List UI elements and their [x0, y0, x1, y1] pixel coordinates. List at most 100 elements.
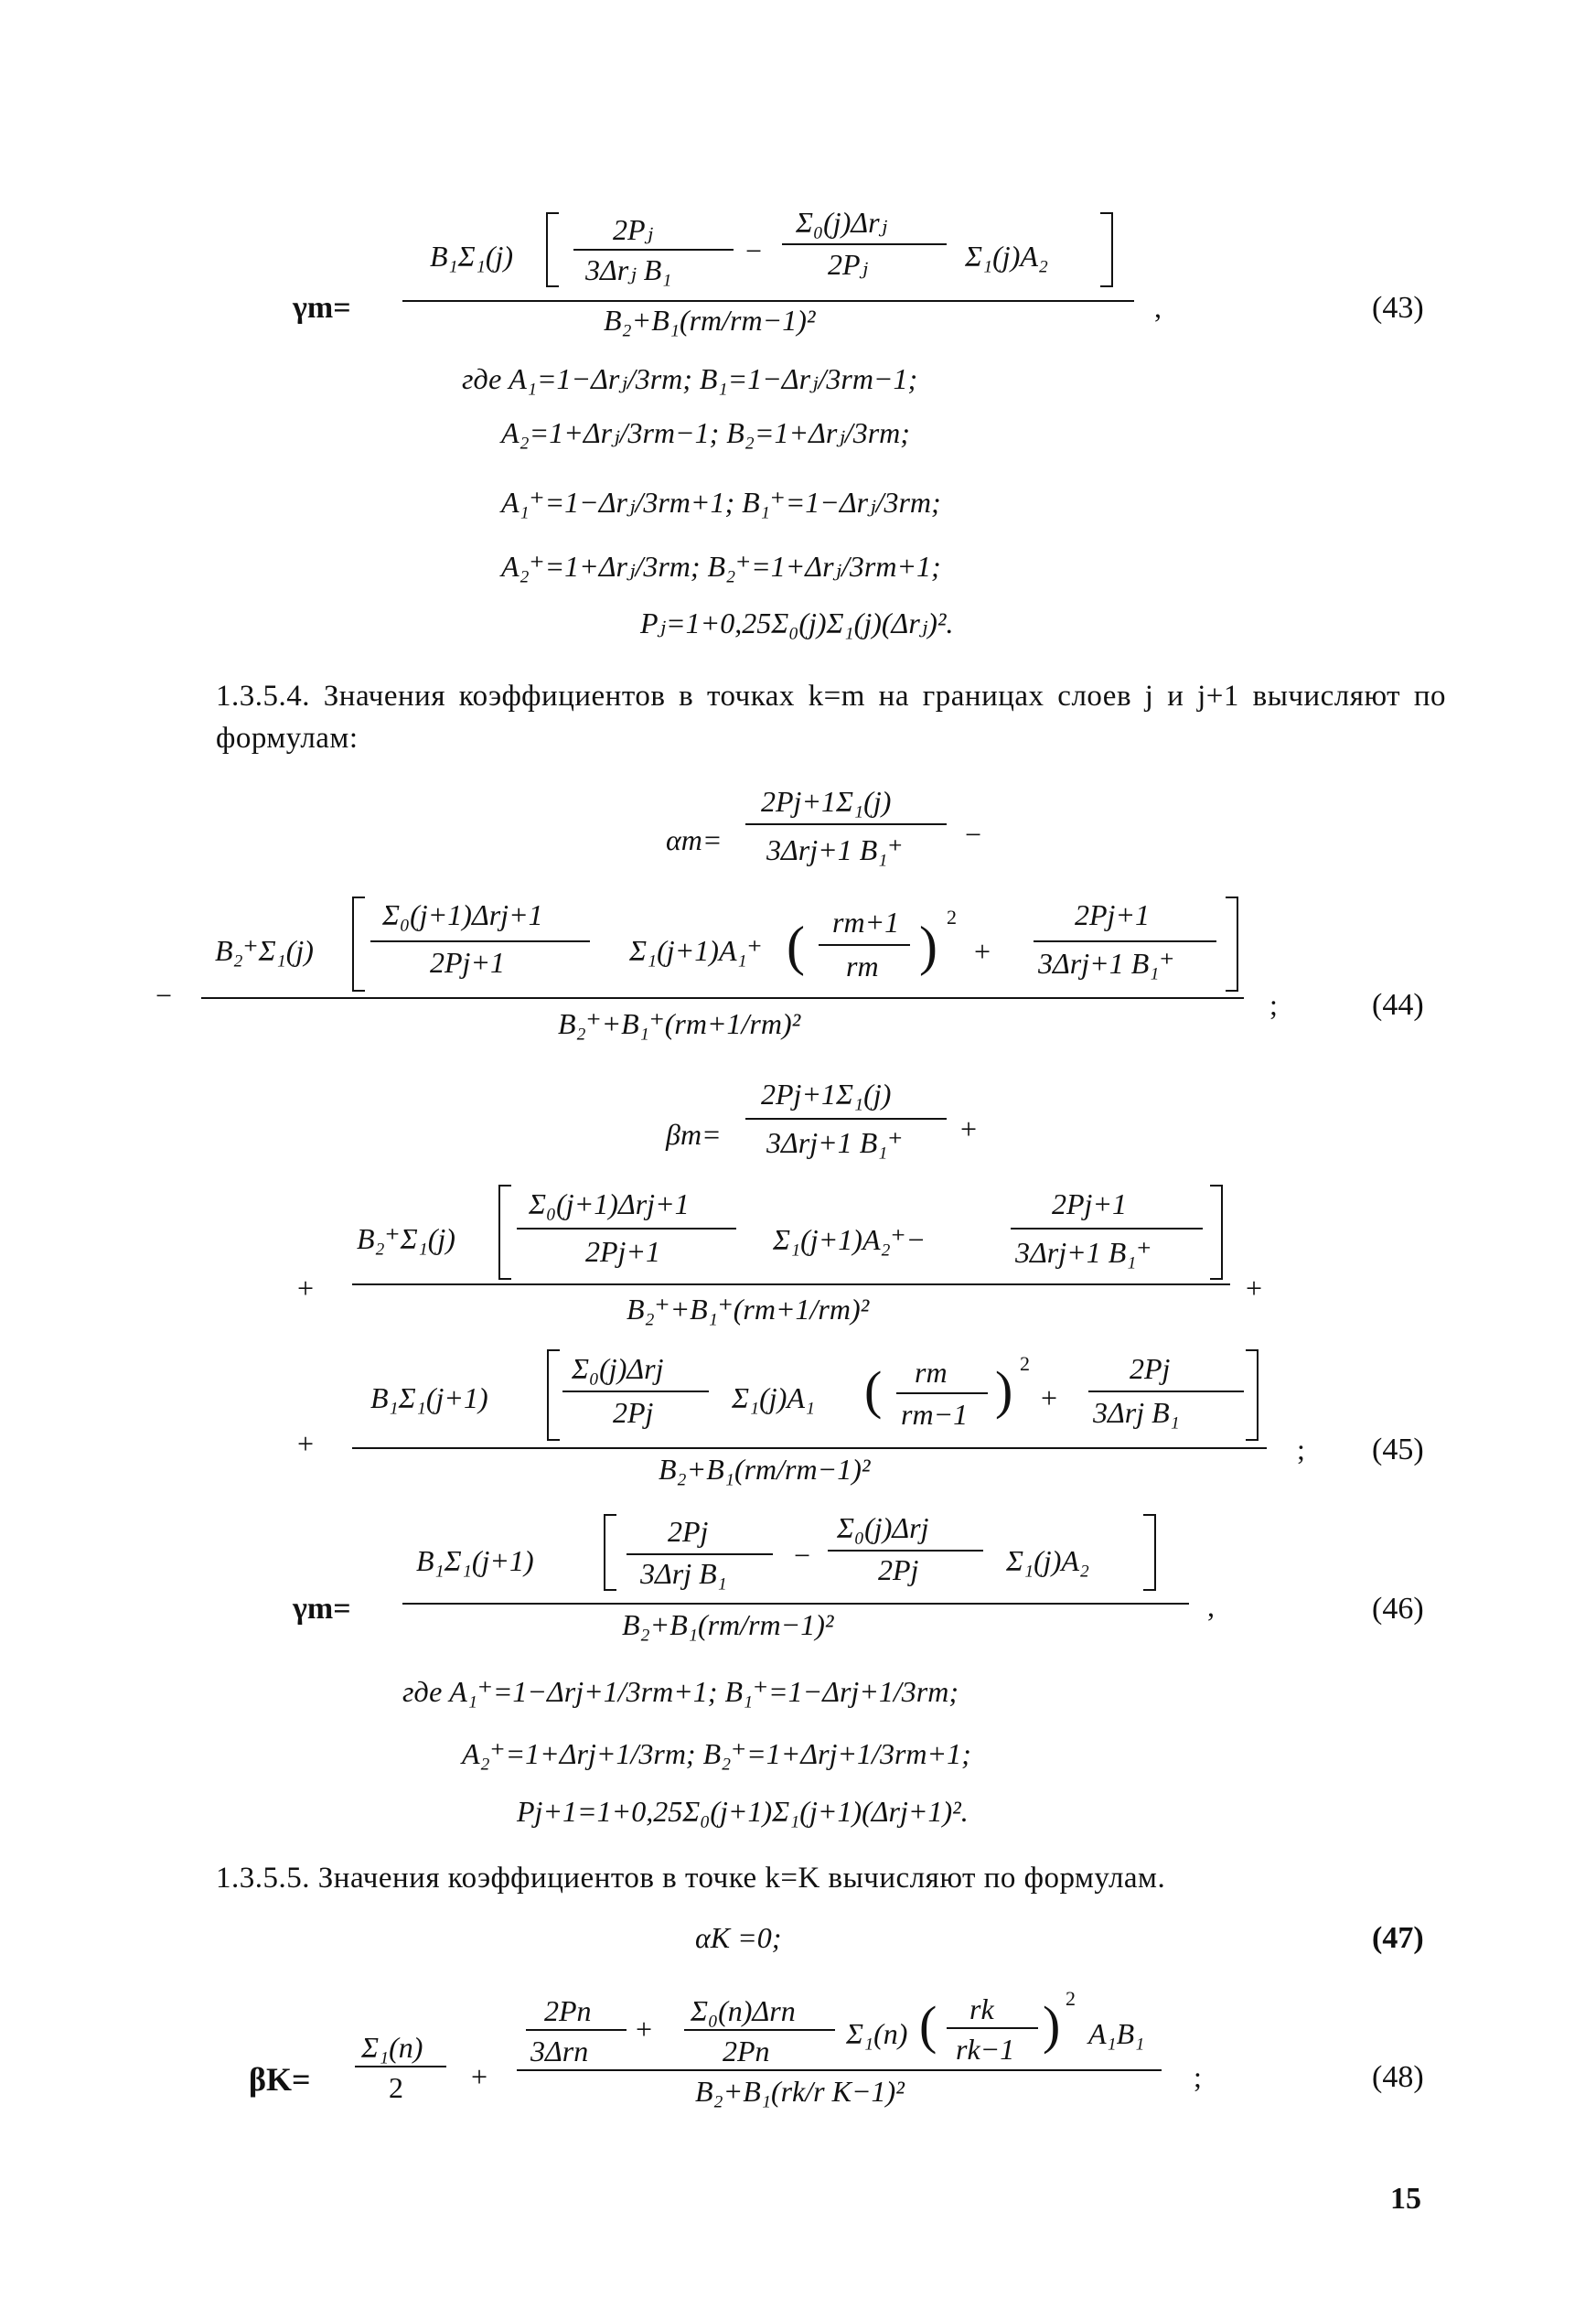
eq44-paren-power: 2: [947, 906, 957, 929]
eq46-f1-den: 3Δrj B₁: [640, 1557, 727, 1590]
eq45-bracket2-right: [1246, 1349, 1259, 1441]
eq48-main-bar: [517, 2069, 1162, 2071]
eq44-mid: Σ₁(j+1)A₁⁺: [629, 934, 763, 967]
eq43-where-2: A₂=1+Δrⱼ/3rm−1; B₂=1+Δrⱼ/3rm;: [501, 416, 910, 449]
eq45-prefix2: B₁Σ₁(j+1): [370, 1381, 488, 1414]
eq48-a-plus: +: [636, 2013, 653, 2046]
eq45-main-bar1: [352, 1283, 1230, 1285]
eq43-f1-bar: [573, 249, 734, 251]
eq44-lead: −: [155, 979, 173, 1012]
eq46-f1-num: 2Pj: [668, 1515, 709, 1548]
eq45-den1: B₂⁺+B₁⁺(rm+1/rm)²: [627, 1293, 870, 1326]
eq44-bracket-left: [352, 897, 365, 992]
eq45-p-bar: [896, 1392, 988, 1394]
eq43-main-bar: [402, 300, 1134, 302]
eq44-f1-bar: [370, 940, 590, 942]
eq47-formula: αK =0;: [695, 1921, 782, 1954]
eq48-f0-num: Σ₁(n): [361, 2031, 423, 2064]
eq45-main-bar2: [352, 1447, 1267, 1449]
eq45-a-bar: [517, 1228, 736, 1230]
eq48-b-num: Σ₀(n)Δrn: [691, 1994, 796, 2027]
eq45-d-den: 3Δrj B₁: [1093, 1396, 1180, 1429]
eq45-a-mid: Σ₁(j+1)A₂⁺−: [773, 1223, 927, 1256]
eq45-den2: B₂+B₁(rm/rm−1)²: [659, 1453, 871, 1486]
eq48-p-num: rk: [969, 1992, 994, 2025]
eq46-den: B₂+B₁(rm/rm−1)²: [622, 1608, 834, 1641]
eq43-bracket-left: [546, 212, 559, 287]
eq43-bracket-right: [1100, 212, 1113, 287]
eq48-sep: ;: [1194, 2060, 1202, 2093]
eq46-main-bar: [402, 1603, 1189, 1605]
eq44-paren-num: rm+1: [832, 906, 900, 939]
eq46-sep: ,: [1207, 1590, 1215, 1623]
eq45-c-num: Σ₀(j)Δrj: [572, 1352, 664, 1385]
eq44-top-den: 3Δrj+1 B₁⁺: [766, 833, 904, 866]
eq48-a-num: 2Pn: [544, 1994, 592, 2027]
eq44-top-bar: [745, 823, 947, 825]
eq43-tail: Σ₁(j)A₂: [965, 240, 1049, 273]
eq48-a-bar: [526, 2029, 627, 2031]
eq45-a-den: 2Pj+1: [585, 1235, 661, 1268]
eq46-tail: Σ₁(j)A₂: [1006, 1544, 1090, 1577]
eq43-f2-bar: [782, 243, 947, 245]
eq48-lhs: βK=: [249, 2061, 311, 2098]
eq43-f1-num: 2Pⱼ: [613, 213, 653, 246]
eq45-b-num: 2Pj+1: [1052, 1187, 1128, 1220]
eq48-tail: A₁B₁: [1088, 2017, 1145, 2050]
eq44-paren-bar: [819, 944, 910, 946]
eq45-sep: ;: [1297, 1433, 1305, 1466]
eq48-paren-power: 2: [1066, 1987, 1076, 2010]
paragraph-1355: 1.3.5.5. Значения коэффициентов в точке …: [216, 1862, 1166, 1895]
eq44-f1-den: 2Pj+1: [430, 946, 506, 979]
eq45-d-bar: [1088, 1391, 1244, 1392]
eq48-b-den: 2Pn: [723, 2035, 770, 2067]
eq46-prefix: B₁Σ₁(j+1): [416, 1544, 534, 1577]
eq45-top-plus: +: [960, 1112, 978, 1145]
eq43-where-1: где A₁=1−Δrⱼ/3rm; B₁=1−Δrⱼ/3rm−1;: [462, 362, 918, 395]
eq43-f2-den: 2Pⱼ: [828, 248, 868, 281]
eq43-where-5: Pⱼ=1+0,25Σ₀(j)Σ₁(j)(Δrⱼ)².: [640, 607, 954, 639]
eq44-top-lhs: αm=: [666, 823, 723, 856]
eq45-paren-open: (: [864, 1360, 883, 1420]
eq45-d-num: 2Pj: [1130, 1352, 1171, 1385]
eq44-paren-close: ): [919, 916, 937, 976]
eq44-paren-open: (: [787, 916, 805, 976]
eq46-bracket-left: [604, 1514, 616, 1591]
eq45-b-bar: [1011, 1228, 1203, 1230]
eq44-paren-den: rm: [846, 950, 879, 983]
eq48-f0-den: 2: [389, 2071, 403, 2104]
eq44-sep: ;: [1269, 988, 1278, 1021]
eq48-p-den: rk−1: [956, 2033, 1015, 2066]
eq45-bracket2-left: [547, 1349, 560, 1441]
eq45-top-lhs: βm=: [666, 1118, 722, 1151]
eq48-f0-bar: [355, 2066, 446, 2067]
eq45-bracket1-right: [1210, 1185, 1223, 1280]
eq46-where-2: A₂⁺=1+Δrj+1/3rm; B₂⁺=1+Δrj+1/3rm+1;: [462, 1737, 971, 1770]
eq44-top-minus: −: [965, 818, 982, 851]
eq46-f1-bar: [627, 1553, 773, 1555]
eq48-a-den: 3Δrn: [530, 2035, 589, 2067]
eq45-prefix1: B₂⁺Σ₁(j): [357, 1222, 455, 1255]
eq45-p-num: rm: [915, 1356, 948, 1389]
eq43-comma: ,: [1154, 291, 1162, 324]
eq43-where-3: A₁⁺=1−Δrⱼ/3rm+1; B₁⁺=1−Δrⱼ/3rm;: [501, 486, 941, 519]
eq48-mid: Σ₁(n): [846, 2017, 908, 2050]
eq46-bracket-right: [1143, 1514, 1156, 1591]
eq45-paren-power: 2: [1020, 1352, 1030, 1375]
eq44-den: B₂⁺+B₁⁺(rm+1/rm)²: [558, 1007, 801, 1040]
eq48-p-bar: [947, 2027, 1038, 2029]
eq44-number: (44): [1372, 988, 1424, 1022]
eq46-f2-den: 2Pj: [878, 1553, 919, 1586]
eq45-c-bar: [562, 1391, 709, 1392]
eq43-f2-num: Σ₀(j)Δrⱼ: [796, 206, 888, 239]
eq46-f2-num: Σ₀(j)Δrj: [837, 1511, 929, 1544]
eq45-top-num: 2Pj+1Σ₁(j): [761, 1078, 892, 1111]
eq44-f2-num: 2Pj+1: [1075, 898, 1151, 931]
eq44-f1-num: Σ₀(j+1)Δrj+1: [382, 898, 543, 931]
eq45-c-plus: +: [1041, 1381, 1058, 1414]
paragraph-1354: 1.3.5.4. Значения коэффициентов в точках…: [216, 680, 1446, 755]
eq44-f2-den: 3Δrj+1 B₁⁺: [1038, 947, 1175, 980]
eq43-minus: −: [745, 234, 763, 267]
eq44-plus: +: [974, 935, 991, 968]
eq48-paren-close: ): [1043, 1995, 1061, 2055]
